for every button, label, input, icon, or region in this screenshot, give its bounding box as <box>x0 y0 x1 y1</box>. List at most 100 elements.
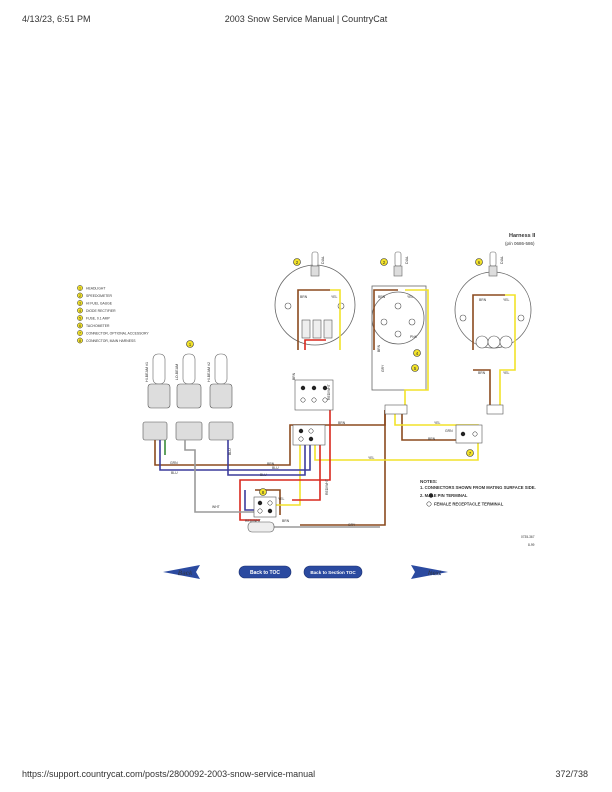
back-button[interactable]: Back <box>163 565 200 579</box>
svg-text:HI FUEL GAUGE: HI FUEL GAUGE <box>86 301 113 305</box>
svg-text:5: 5 <box>414 366 417 371</box>
svg-text:2: 2 <box>79 294 81 298</box>
svg-text:DIAL: DIAL <box>500 256 504 264</box>
svg-text:7: 7 <box>469 451 472 456</box>
wire-label: DIAL <box>321 256 325 264</box>
svg-text:Back to Section TOC: Back to Section TOC <box>310 570 356 575</box>
header-title: 2003 Snow Service Manual | CountryCat <box>224 14 388 24</box>
svg-text:NOTES:: NOTES: <box>420 479 438 484</box>
next-button[interactable]: Next <box>411 565 448 579</box>
svg-text:LO-BEAM: LO-BEAM <box>175 364 179 380</box>
figure-code: 0735-367 <box>521 535 535 539</box>
bulb-icon <box>394 251 402 267</box>
headlight-callout: 1 <box>186 340 194 348</box>
connector-callout: 7 <box>466 449 474 457</box>
footer-page-number: 372/738 <box>555 769 588 779</box>
svg-text:FEMALE RECEPTACLE TERMINAL: FEMALE RECEPTACLE TERMINAL <box>434 502 504 507</box>
svg-text:BRN: BRN <box>338 421 346 425</box>
harness-connector <box>247 496 277 533</box>
svg-text:BRN: BRN <box>478 371 486 375</box>
svg-text:DIAL: DIAL <box>405 256 409 264</box>
notes: NOTES: 1. CONNECTORS SHOWN FROM MATING S… <box>420 479 536 507</box>
speedometer-gauge <box>274 251 356 346</box>
diode-callout: 4 <box>413 349 421 357</box>
svg-text:2: 2 <box>383 260 386 265</box>
legend-item: 8 CONNECTOR, MAIN HARNESS <box>77 337 136 344</box>
legend-item: 5 FUSE, 0.1 AMP <box>77 315 110 321</box>
svg-text:Back: Back <box>178 571 193 577</box>
footer-url: https://support.countrycat.com/posts/280… <box>22 769 316 779</box>
svg-text:BRN: BRN <box>300 295 308 299</box>
svg-text:BRN: BRN <box>479 298 487 302</box>
svg-text:2. MALE PIN TERMINAL: 2. MALE PIN TERMINAL <box>420 493 468 498</box>
fuse-callout: 5 <box>411 364 419 372</box>
hi-beam-2-bulb: HI-BEAM #2 <box>207 353 233 409</box>
svg-text:HI-BEAM #2: HI-BEAM #2 <box>207 362 211 382</box>
svg-text:8: 8 <box>79 339 81 343</box>
svg-text:3: 3 <box>79 302 81 306</box>
main-connector-callout: 8 <box>259 488 267 496</box>
headlight-connectors <box>142 421 234 441</box>
svg-text:4: 4 <box>79 309 81 313</box>
svg-text:HEADLIGHT: HEADLIGHT <box>86 286 105 290</box>
header-datetime: 4/13/23, 6:51 PM <box>22 14 91 24</box>
gauge-callout: 2 <box>380 258 388 266</box>
wire-labels: BRN YEL BRN YEL BRN YEL BRN YEL PNK YEL … <box>170 256 510 527</box>
svg-text:1. CONNECTORS SHOWN FROM MATIN: 1. CONNECTORS SHOWN FROM MATING SURFACE … <box>420 485 536 490</box>
svg-text:YEL: YEL <box>407 295 414 299</box>
svg-text:YEL: YEL <box>503 371 510 375</box>
bulb-icon <box>311 251 319 267</box>
bulb-icon <box>489 251 497 267</box>
gauge-callout: 6 <box>475 258 483 266</box>
svg-text:FUSE, 0.1 AMP: FUSE, 0.1 AMP <box>86 316 110 320</box>
legend-item: 6 TACHOMETER <box>77 322 110 329</box>
svg-text:PNK: PNK <box>410 335 418 339</box>
svg-text:WHT: WHT <box>212 505 220 509</box>
male-pin-icon <box>428 493 434 498</box>
svg-text:Back to TOC: Back to TOC <box>250 570 280 576</box>
svg-text:BRN: BRN <box>378 295 386 299</box>
legend-item: 4 DIODE RECTIFIER <box>77 307 116 314</box>
legend-item: 7 CONNECTOR, OPTIONAL ACCESSORY <box>77 330 149 336</box>
svg-text:6: 6 <box>79 324 81 328</box>
svg-text:1: 1 <box>189 342 192 347</box>
lo-beam-bulb: LO-BEAM <box>175 353 202 409</box>
svg-text:BLU: BLU <box>228 448 232 455</box>
legend: 1 HEADLIGHT 2 SPEEDOMETER 3 HI FUEL GAUG… <box>77 285 149 344</box>
svg-text:GRN: GRN <box>170 461 178 465</box>
tachometer-gauge <box>454 251 532 349</box>
svg-text:YEL: YEL <box>368 456 375 460</box>
svg-text:BRN: BRN <box>377 344 381 352</box>
svg-text:HI-BEAM #1: HI-BEAM #1 <box>145 362 149 382</box>
gauge-callout: 2 <box>293 258 301 266</box>
svg-text:BLU: BLU <box>260 473 267 477</box>
fuel-gauge <box>371 251 427 391</box>
svg-text:DIODE RECTIFIER: DIODE RECTIFIER <box>86 309 116 313</box>
svg-text:BRN: BRN <box>282 519 290 523</box>
svg-text:YEL: YEL <box>331 295 338 299</box>
legend-item: 3 HI FUEL GAUGE <box>77 300 113 306</box>
hi-beam-1-bulb: HI-BEAM #1 <box>145 353 171 409</box>
harness-title: Harness II <box>509 233 536 239</box>
harness-part-number: (p/n 0686-586) <box>505 241 535 246</box>
svg-text:RED/WHT: RED/WHT <box>245 519 261 523</box>
main-connector <box>292 424 326 446</box>
back-to-toc-button[interactable]: Back to TOC <box>238 565 292 579</box>
svg-text:GRY: GRY <box>381 364 385 372</box>
svg-text:RED/WHT: RED/WHT <box>327 384 331 400</box>
svg-text:CONNECTOR, OPTIONAL ACCESSORY: CONNECTOR, OPTIONAL ACCESSORY <box>86 331 149 335</box>
svg-text:7: 7 <box>79 332 81 336</box>
svg-text:CONNECTOR, MAIN HARNESS: CONNECTOR, MAIN HARNESS <box>86 339 136 343</box>
fuel-connector <box>384 404 504 415</box>
svg-text:BLU: BLU <box>272 466 279 470</box>
svg-text:GRY: GRY <box>348 523 356 527</box>
svg-text:YEL: YEL <box>503 298 510 302</box>
svg-text:RED/WHT: RED/WHT <box>325 479 329 495</box>
svg-text:2: 2 <box>296 260 299 265</box>
svg-text:TACHOMETER: TACHOMETER <box>86 324 110 328</box>
back-to-section-toc-button[interactable]: Back to Section TOC <box>303 565 363 579</box>
svg-text:YEL: YEL <box>434 421 441 425</box>
svg-text:4: 4 <box>416 351 419 356</box>
page-code: 8-99 <box>528 543 535 547</box>
